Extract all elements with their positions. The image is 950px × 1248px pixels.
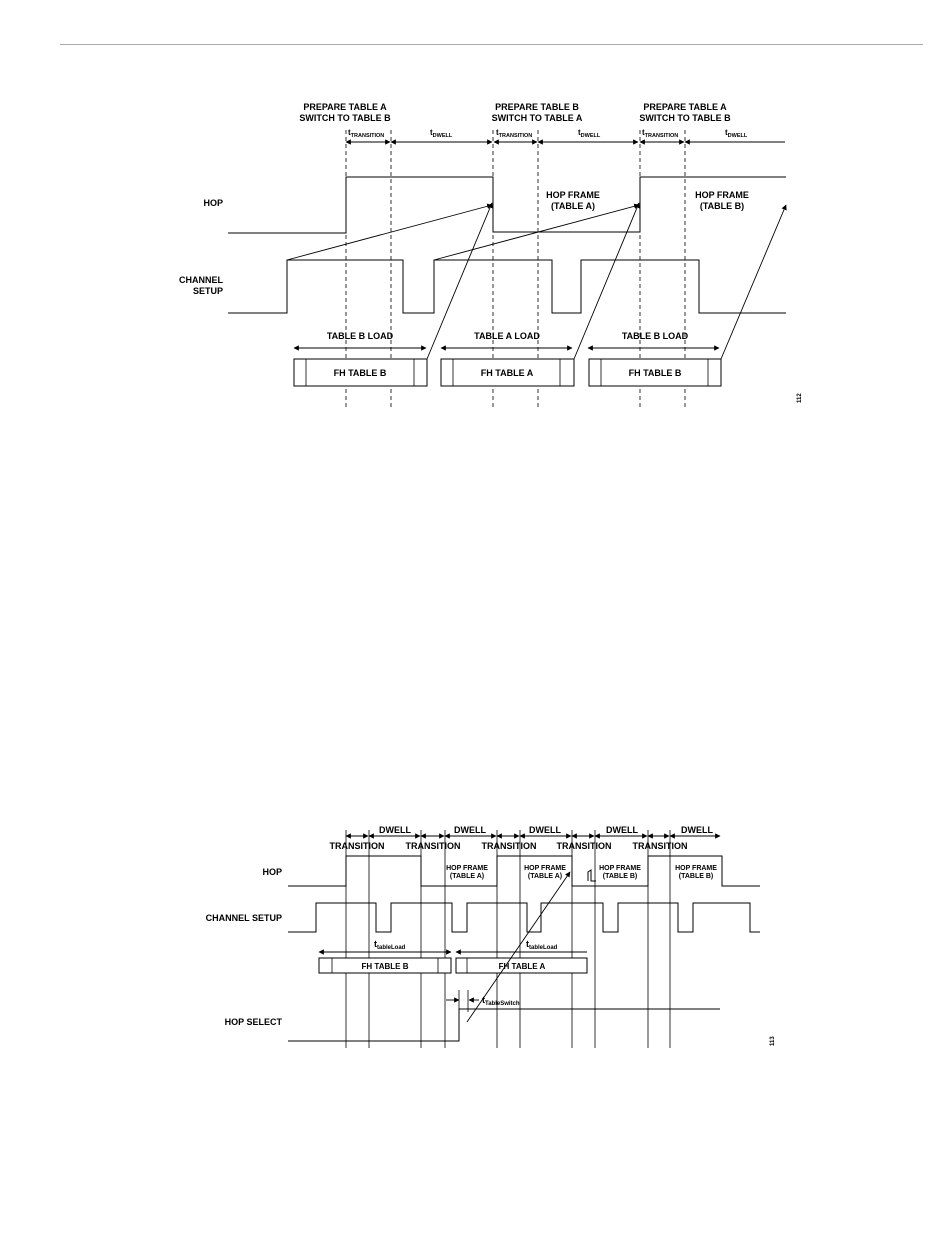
hop-frame-2-4-line1: HOP FRAME [675, 865, 717, 872]
table-load-label-3: TABLE B LOAD [622, 331, 689, 341]
signal-hop-label: HOP [203, 198, 223, 208]
table-to-hop-arrow [426, 202, 493, 360]
t-tableload-label-1: ttableLoad [374, 939, 406, 951]
channel-to-hop-arrow [433, 203, 640, 261]
t-tableload-label-2: ttableLoad [526, 939, 558, 951]
hop-frame-2-1-line2: (TABLE A) [450, 873, 484, 880]
header-1-line1: PREPARE TABLE A [303, 102, 387, 112]
header-1-line2: SWITCH TO TABLE B [299, 113, 391, 123]
fh-table-box-1: FH TABLE B [293, 358, 428, 387]
transition-label-1: TRANSITION [330, 841, 385, 851]
fh-table-label-2-2: FH TABLE A [499, 962, 546, 971]
table-to-hop-arrow [573, 202, 640, 360]
hop-glitch [587, 869, 596, 882]
fh-table-label-2-1: FH TABLE B [362, 962, 409, 971]
table-to-hop-arrow [720, 204, 787, 360]
channel-to-hop-arrow [286, 203, 493, 261]
dwell-label-2: DWELL [454, 825, 486, 835]
hop-frame-2-4-line2: (TABLE B) [679, 873, 713, 880]
fh-table-box-2: FH TABLE A [440, 358, 575, 387]
hop-frame-2-2-line2: (TABLE A) [528, 873, 562, 880]
timing-diagram-1: PREPARE TABLE A SWITCH TO TABLE B PREPAR… [179, 102, 803, 408]
hop-frame-2-3-line2: (TABLE B) [603, 873, 637, 880]
t-tableswitch-label: tTableSwitch [482, 995, 520, 1007]
t-dwell-label-1: tDWELL [430, 128, 453, 139]
channel-setup-waveform-2 [288, 902, 760, 933]
hop-frame-2-1-line1: HOP FRAME [446, 865, 488, 872]
transition-label-5: TRANSITION [633, 841, 688, 851]
hop-frame-2-3-line1: HOP FRAME [599, 865, 641, 872]
transition-label-2: TRANSITION [406, 841, 461, 851]
t-dwell-label-2: tDWELL [578, 128, 601, 139]
fh-table-label-3: FH TABLE B [629, 368, 682, 378]
time-markers [345, 830, 671, 1048]
header-3-line1: PREPARE TABLE A [643, 102, 727, 112]
hop-frame-label-b-line2: (TABLE B) [700, 201, 744, 211]
dwell-label-4: DWELL [606, 825, 638, 835]
signal-channel-label-line1: CHANNEL [179, 275, 224, 285]
figure-id-1: 112 [797, 393, 803, 403]
table-load-label-1: TABLE B LOAD [327, 331, 394, 341]
hop-frame-label-a-line2: (TABLE A) [551, 201, 595, 211]
signal-channel-label-2: CHANNEL SETUP [206, 913, 282, 923]
top-rule [60, 44, 923, 45]
header-3-line2: SWITCH TO TABLE B [639, 113, 731, 123]
signal-hop-select-label: HOP SELECT [225, 1017, 283, 1027]
transition-label-3: TRANSITION [482, 841, 537, 851]
hop-frame-label-a-line1: HOP FRAME [546, 190, 600, 200]
hop-waveform-2 [288, 855, 760, 887]
fh-table-box-3: FH TABLE B [588, 358, 722, 387]
transition-label-4: TRANSITION [557, 841, 612, 851]
hop-frame-label-b-line1: HOP FRAME [695, 190, 749, 200]
fh-table-box-2-1: FH TABLE B [318, 957, 452, 974]
dwell-label-3: DWELL [529, 825, 561, 835]
signal-channel-label-line2: SETUP [193, 286, 223, 296]
channel-setup-waveform [228, 259, 786, 314]
header-2-line2: SWITCH TO TABLE A [492, 113, 583, 123]
table-to-hop-arrow-2 [466, 871, 571, 1023]
hop-frame-2-2-line1: HOP FRAME [524, 865, 566, 872]
hop-waveform [228, 176, 786, 234]
t-transition-label-2: tTRANSITION [496, 128, 532, 139]
hop-select-waveform [288, 1008, 720, 1042]
signal-hop-label-2: HOP [262, 867, 282, 877]
table-load-label-2: TABLE A LOAD [474, 331, 540, 341]
header-2-line1: PREPARE TABLE B [495, 102, 579, 112]
fh-table-label-1: FH TABLE B [334, 368, 387, 378]
t-transition-label-1: tTRANSITION [348, 128, 384, 139]
fh-table-box-2-2: FH TABLE A [455, 957, 588, 974]
t-transition-label-3: tTRANSITION [642, 128, 678, 139]
t-dwell-label-3: tDWELL [725, 128, 748, 139]
dwell-label-5: DWELL [681, 825, 713, 835]
fh-table-label-2: FH TABLE A [481, 368, 534, 378]
figure-id-2: 113 [770, 1036, 776, 1046]
dwell-label-1: DWELL [379, 825, 411, 835]
